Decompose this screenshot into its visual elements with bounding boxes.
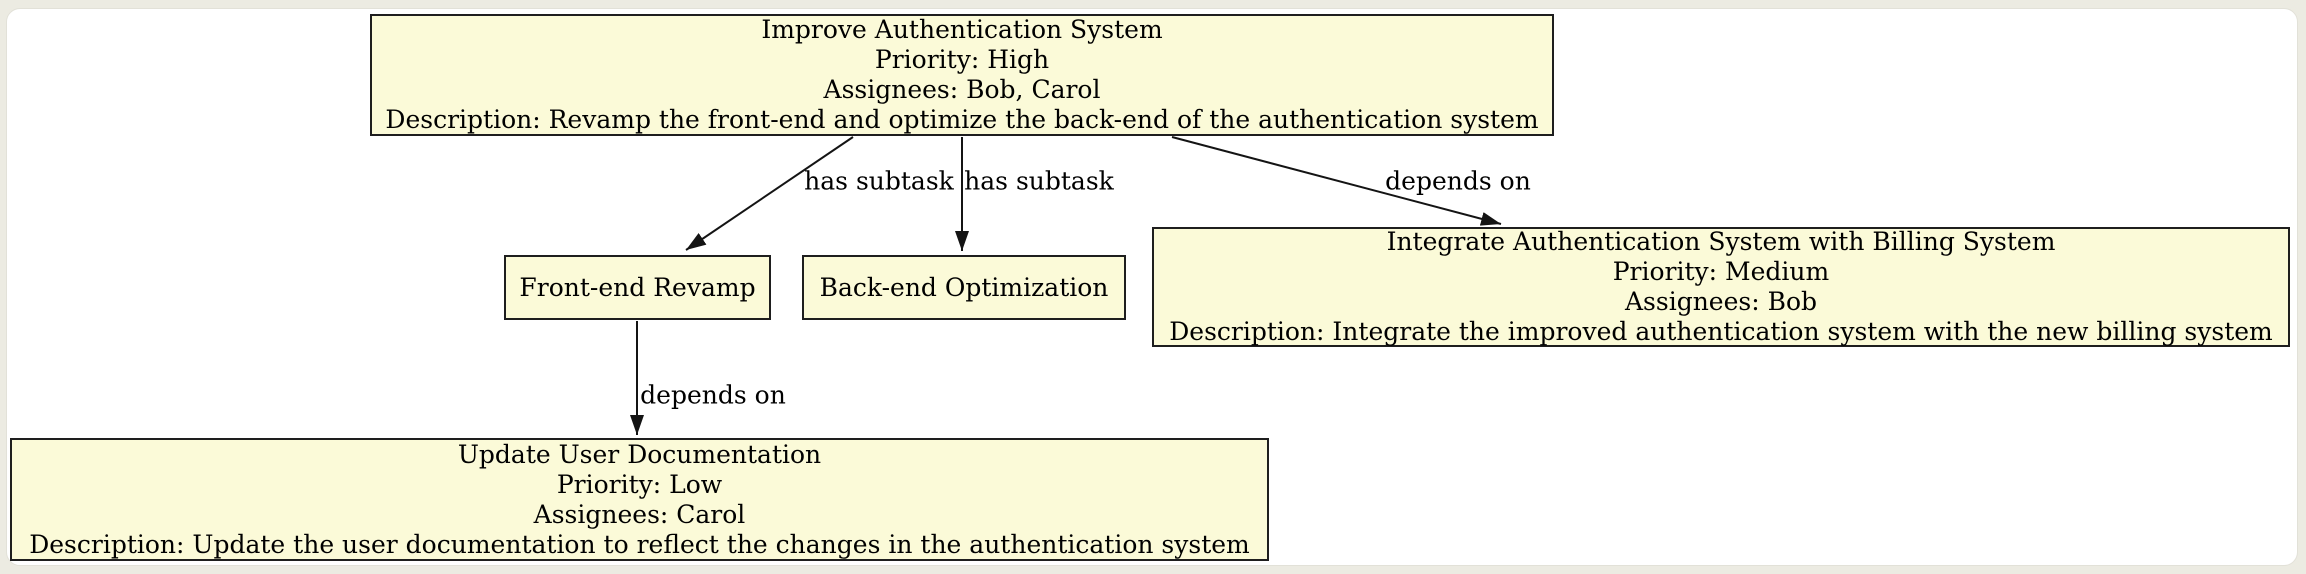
task-priority: Priority: High <box>874 45 1050 74</box>
task-node-update-documentation: Update User Documentation Priority: Low … <box>10 438 1269 561</box>
task-assignees: Assignees: Carol <box>533 499 746 529</box>
edge-label-depends-on-integrate: depends on <box>1385 166 1531 196</box>
task-title: Integrate Authentication System with Bil… <box>1386 227 2056 256</box>
task-description: Description: Integrate the improved auth… <box>1169 317 2273 346</box>
edge-label-has-subtask-backend: has subtask <box>964 166 1114 196</box>
edge-improve-to-integrate <box>1171 136 1502 226</box>
task-assignees: Assignees: Bob <box>1624 287 1818 316</box>
edge-label-depends-on-docs: depends on <box>640 380 786 410</box>
task-priority: Priority: Medium <box>1612 257 1830 286</box>
edge-label-has-subtask-frontend: has subtask <box>804 166 954 196</box>
task-description: Description: Revamp the front-end and op… <box>385 105 1539 134</box>
task-assignees: Assignees: Bob, Carol <box>823 75 1101 104</box>
task-node-backend-optimization: Back-end Optimization <box>802 255 1126 320</box>
task-node-integrate-billing: Integrate Authentication System with Bil… <box>1152 227 2290 347</box>
task-title: Update User Documentation <box>457 439 822 469</box>
task-node-improve-authentication: Improve Authentication System Priority: … <box>370 14 1554 136</box>
edge-improve-to-frontend <box>685 136 854 251</box>
task-title: Back-end Optimization <box>819 272 1109 302</box>
task-priority: Priority: Low <box>556 469 723 499</box>
task-node-frontend-revamp: Front-end Revamp <box>504 255 771 320</box>
task-title: Front-end Revamp <box>519 272 756 302</box>
task-title: Improve Authentication System <box>761 15 1163 44</box>
task-description: Description: Update the user documentati… <box>29 529 1250 559</box>
